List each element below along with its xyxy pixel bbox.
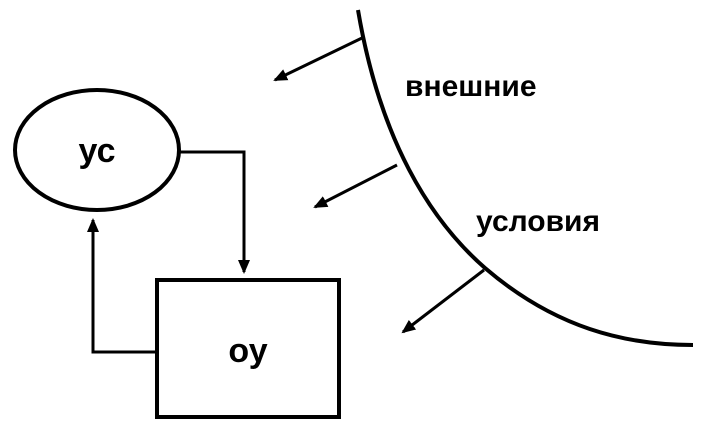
environment-arrow-2 (313, 163, 398, 209)
control-device-label: ус (79, 132, 116, 170)
control-signal-arrow (179, 150, 250, 274)
environment-arrow-1 (273, 36, 363, 82)
control-object-node (155, 278, 341, 419)
environment-label-line1: внешние (405, 70, 537, 103)
environment-boundary-curve (356, 9, 694, 347)
control-object-label: оу (228, 332, 267, 370)
control-device-node (13, 88, 181, 212)
feedback-arrow (87, 218, 157, 354)
environment-label-line2: условия (476, 205, 600, 238)
environment-arrow-3 (401, 268, 485, 334)
